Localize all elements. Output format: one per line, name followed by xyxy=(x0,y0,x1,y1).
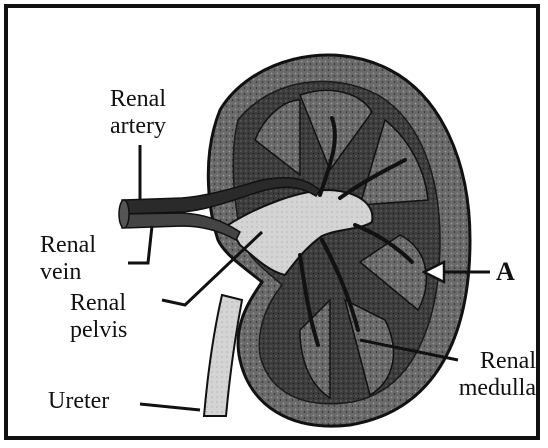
vessel-cut-end xyxy=(119,200,129,228)
leader-ureter xyxy=(140,404,200,410)
label-ureter: Ureter xyxy=(48,388,148,415)
label-a: A xyxy=(496,258,526,285)
label-renal-artery: Renal artery xyxy=(92,86,184,140)
ureter-tube xyxy=(204,295,242,416)
label-renal-pelvis: Renal pelvis xyxy=(70,290,170,344)
label-renal-medulla: Renal medulla xyxy=(420,348,536,402)
label-renal-vein: Renal vein xyxy=(40,232,130,286)
leader-renal-vein xyxy=(128,226,152,263)
